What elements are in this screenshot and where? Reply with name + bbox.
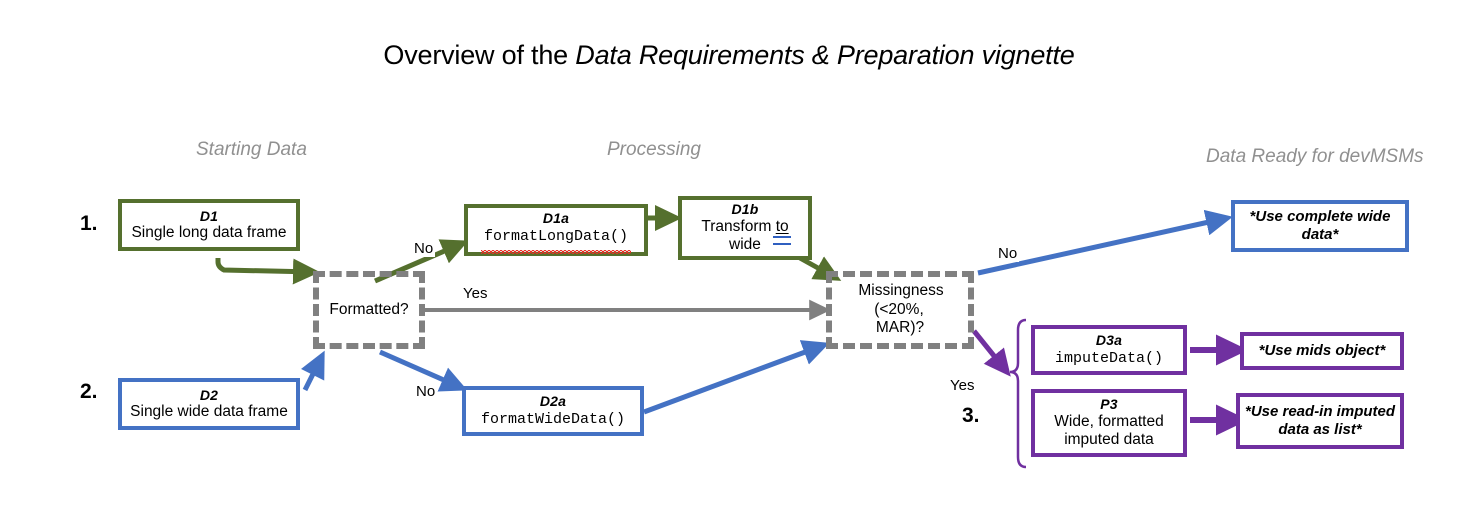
edge-missingness-yes-to-step3 — [972, 329, 1011, 377]
node-d1a-id: D1a — [542, 210, 570, 227]
edge-label-yes-middle: Yes — [461, 285, 490, 302]
step-number-1: 1. — [80, 212, 98, 235]
decision-missingness-line2: MAR)? — [873, 319, 927, 337]
edge-d2-to-formatted — [300, 350, 325, 392]
node-p3[interactable]: P3 Wide, formatted imputed data — [1031, 389, 1187, 457]
output-read-in-imputed[interactable]: *Use read-in imputed data as list* — [1236, 393, 1404, 449]
node-d1b-body-post: wide — [729, 236, 761, 254]
decision-missingness-label: Missingness (<20%, MAR)? — [832, 282, 968, 338]
column-header-data-ready: Data Ready for devMSMs — [1206, 146, 1424, 167]
node-d3a-code: imputeData() — [1054, 349, 1164, 367]
output-complete-wide-line1: *Use complete wide — [1249, 208, 1391, 226]
node-d1-id: D1 — [199, 207, 219, 224]
node-p3-body-line2: imputed data — [1064, 431, 1154, 449]
edge-label-no-top-right: No — [996, 245, 1020, 262]
column-header-processing: Processing — [607, 139, 701, 160]
node-d1b-link-to[interactable]: to — [773, 217, 792, 246]
step-number-3: 3. — [962, 404, 980, 427]
node-d3a[interactable]: D3a imputeData() — [1031, 325, 1187, 375]
title-prefix: Overview of the — [383, 40, 576, 70]
edge-label-no-top-left: No — [412, 240, 436, 257]
step-number-2: 2. — [80, 380, 98, 403]
decision-missingness-line1: Missingness (<20%, — [856, 282, 944, 318]
node-p3-id: P3 — [1100, 396, 1118, 413]
edge-d1-to-formatted — [215, 258, 320, 285]
node-d1-body: Single long data frame — [131, 224, 287, 242]
node-d2[interactable]: D2 Single wide data frame — [118, 378, 300, 430]
node-d2a-code: formatWideData() — [480, 410, 626, 428]
node-p3-body: Wide, formatted imputed data — [1054, 413, 1163, 450]
edge-label-yes-bottom-right: Yes — [948, 377, 977, 394]
decision-formatted[interactable]: Formatted? — [313, 271, 425, 349]
node-d2-id: D2 — [199, 386, 219, 403]
page-title: Overview of the Data Requirements & Prep… — [0, 40, 1458, 71]
spellcheck-underline-icon — [481, 249, 631, 254]
node-d1[interactable]: D1 Single long data frame — [118, 199, 300, 251]
output-read-in-line2: data as list* — [1278, 421, 1362, 438]
bracket-step3 — [1009, 318, 1027, 469]
node-d2-body: Single wide data frame — [130, 403, 288, 421]
output-read-in-line1: *Use read-in imputed — [1244, 403, 1396, 421]
output-mids-object-line1: *Use mids object* — [1258, 342, 1386, 360]
node-d1b-body-pre: Transform — [701, 217, 776, 235]
double-underline-icon — [773, 236, 792, 246]
node-d1b-link-label: to — [775, 217, 789, 235]
node-p3-body-line1: Wide, formatted — [1054, 412, 1164, 430]
output-mids-object[interactable]: *Use mids object* — [1240, 332, 1404, 370]
title-emphasis: Data Requirements & Preparation vignette — [575, 40, 1075, 70]
node-d2a-id: D2a — [539, 393, 567, 410]
output-complete-wide-line2: data* — [1301, 226, 1339, 243]
decision-formatted-label: Formatted? — [327, 300, 411, 320]
edge-d2a-to-missingness — [643, 340, 830, 415]
edge-label-no-bottom-left: No — [414, 383, 438, 400]
node-d1a-code: formatLongData() — [483, 227, 629, 245]
output-complete-wide[interactable]: *Use complete wide data* — [1231, 200, 1409, 252]
column-header-starting-data: Starting Data — [196, 139, 307, 160]
decision-missingness[interactable]: Missingness (<20%, MAR)? — [826, 271, 974, 349]
node-d3a-id: D3a — [1095, 332, 1123, 349]
node-d1b-id: D1b — [731, 201, 759, 218]
node-d2a[interactable]: D2a formatWideData() — [462, 386, 644, 436]
node-d1a[interactable]: D1a formatLongData() — [464, 204, 648, 256]
